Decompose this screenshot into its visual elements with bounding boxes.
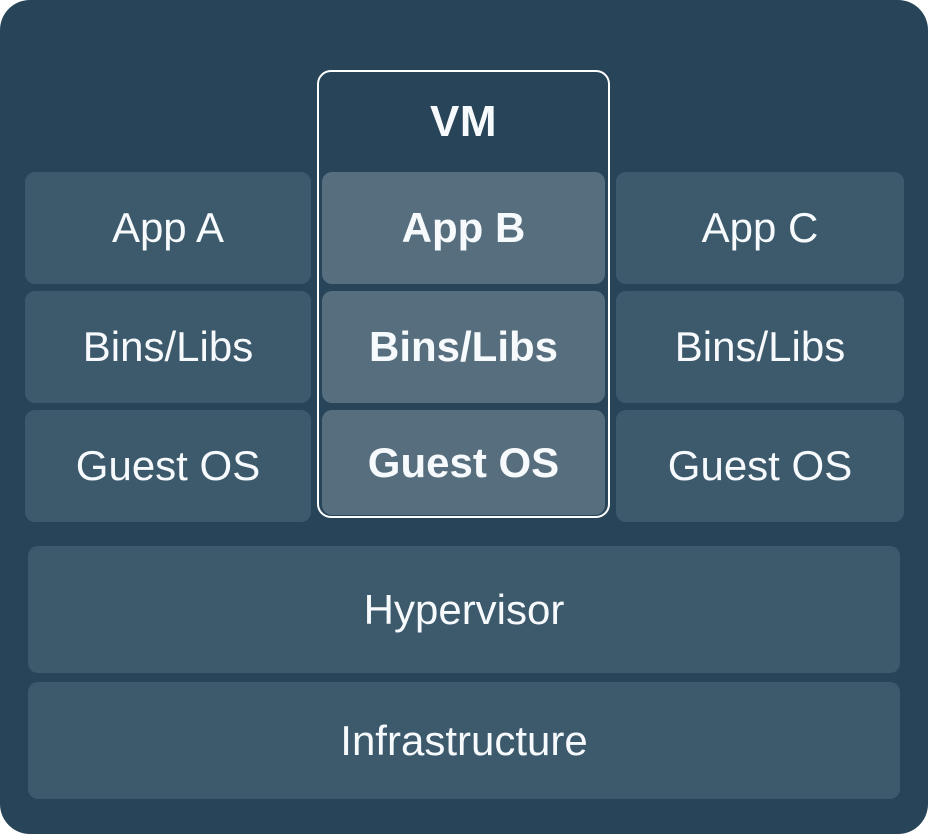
app-b-block: App B — [322, 172, 605, 284]
guest-os-right-block: Guest OS — [616, 410, 904, 522]
app-a-block: App A — [25, 172, 311, 284]
bins-libs-vm-block: Bins/Libs — [322, 291, 605, 403]
app-c-block: App C — [616, 172, 904, 284]
hypervisor-bar: Hypervisor — [28, 546, 900, 673]
guest-os-left-block: Guest OS — [25, 410, 311, 522]
left-stack-column: App A Bins/Libs Guest OS — [25, 172, 311, 522]
right-stack-column: App C Bins/Libs Guest OS — [616, 172, 904, 522]
vm-stack-column: App B Bins/Libs Guest OS — [322, 172, 605, 515]
bins-libs-left-block: Bins/Libs — [25, 291, 311, 403]
bins-libs-right-block: Bins/Libs — [616, 291, 904, 403]
vm-label: VM — [430, 97, 497, 146]
infrastructure-bar: Infrastructure — [28, 682, 900, 799]
guest-os-vm-block: Guest OS — [322, 410, 605, 515]
vm-container: VM App B Bins/Libs Guest OS — [317, 70, 610, 518]
